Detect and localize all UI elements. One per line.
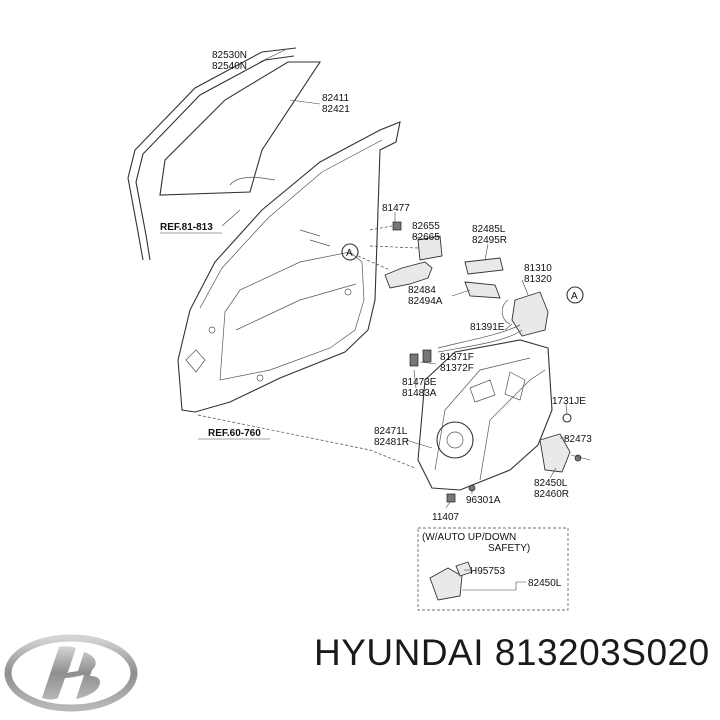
- callout-a-2: A: [571, 291, 578, 302]
- label-82481r: 82481R: [374, 437, 409, 448]
- label-82471l: 82471L: [374, 426, 408, 437]
- label-82411: 82411: [322, 93, 350, 104]
- door-glass: [159, 61, 322, 196]
- label-82530n: 82530N: [212, 50, 247, 61]
- label-82460r: 82460R: [534, 489, 569, 500]
- bolt-81477: [392, 221, 402, 231]
- regulator-motor: [539, 433, 591, 473]
- label-1731je: 1731JE: [552, 396, 586, 407]
- label-96301a: 96301A: [466, 495, 501, 506]
- grommet-1731je: [562, 413, 572, 423]
- part-number-caption: HYUNDAI 813203S020: [314, 632, 710, 673]
- label-82484: 82484: [408, 285, 436, 296]
- ref-line-door: [197, 414, 416, 469]
- door-latch: [501, 291, 549, 337]
- callout-a-1: A: [346, 248, 353, 259]
- label-81391e: 81391E: [470, 322, 505, 333]
- label-81483a: 81483A: [402, 388, 437, 399]
- label-81372f: 81372F: [440, 363, 474, 374]
- label-82665: 82665: [412, 232, 440, 243]
- label-81371f: 81371F: [440, 352, 474, 363]
- inset-title-line1: (W/AUTO UP/DOWN: [422, 532, 516, 543]
- callout-a-ring-1: [341, 243, 359, 261]
- hyundai-logo: [4, 634, 138, 712]
- label-81473e: 81473E: [402, 377, 437, 388]
- label-82450l-inset: 82450L: [528, 578, 562, 589]
- label-82495r: 82495R: [472, 235, 507, 246]
- callout-a-ring-2: [566, 286, 584, 304]
- label-82450l: 82450L: [534, 478, 568, 489]
- label-81310: 81310: [524, 263, 552, 274]
- label-81320: 81320: [524, 274, 552, 285]
- latch-cables: [409, 324, 523, 367]
- label-82421: 82421: [322, 104, 350, 115]
- label-82473: 82473: [564, 434, 592, 445]
- label-h95753: H95753: [470, 566, 505, 577]
- label-82494a: 82494A: [408, 296, 443, 307]
- ref-81-813: REF.81-813: [160, 222, 213, 233]
- inset-auto-safety: [417, 527, 569, 611]
- label-82540n: 82540N: [212, 61, 247, 72]
- label-11407: 11407: [432, 512, 460, 523]
- ref-60-760: REF.60-760: [208, 428, 261, 439]
- window-regulator: [417, 339, 553, 491]
- glass-run-strip: [127, 47, 297, 261]
- bolt-11407: [446, 493, 456, 503]
- handle-assembly: [369, 221, 504, 299]
- label-82485l: 82485L: [472, 224, 506, 235]
- leader-lines: [221, 49, 568, 509]
- inset-title-line2: SAFETY): [488, 543, 530, 554]
- door-panel: [177, 121, 401, 413]
- label-81477: 81477: [382, 203, 410, 214]
- label-82655: 82655: [412, 221, 440, 232]
